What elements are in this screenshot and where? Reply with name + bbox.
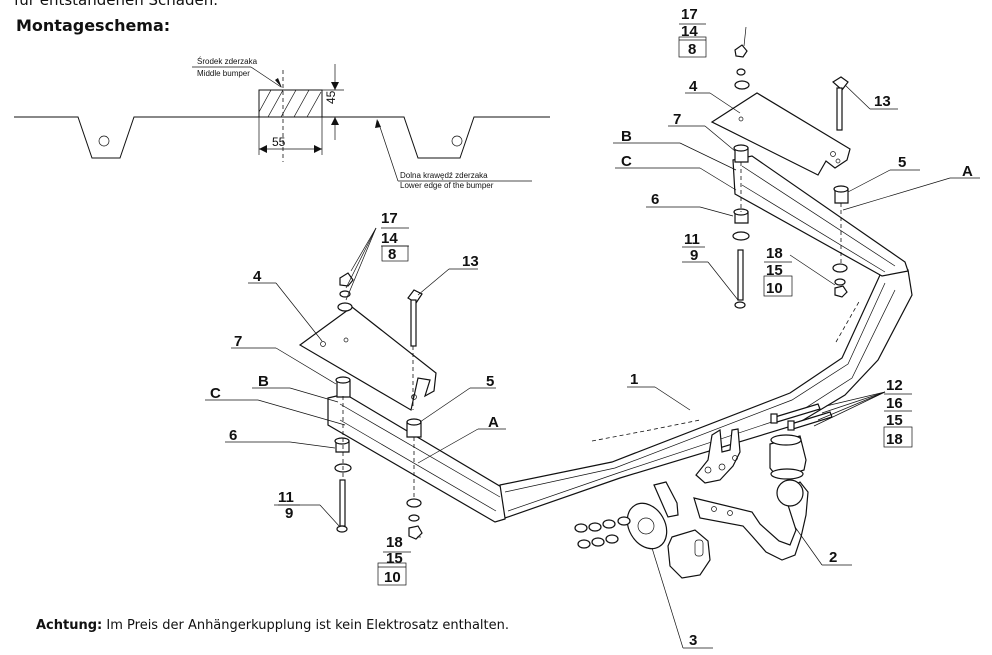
warning-note-label: Achtung: — [36, 618, 103, 633]
label-right-C: C — [621, 153, 632, 170]
label-left-5: 5 — [486, 373, 494, 390]
label-kit-18: 18 — [886, 431, 903, 448]
callout-labels: 1 2 3 4 7 B C 6 5 A 13 17 14 8 11 9 18 1… — [210, 6, 973, 649]
label-right-7: 7 — [673, 111, 681, 128]
label-underlines — [278, 23, 912, 568]
label-left-17: 17 — [381, 210, 398, 227]
bumper-profile-schema: 45 55 Środek zderzaka Middle bumper Doln… — [14, 57, 550, 190]
right-bracket-assembly — [710, 44, 851, 309]
label-left-8: 8 — [388, 246, 396, 263]
main-crossbeam — [327, 155, 913, 523]
lower-edge-label-en: Lower edge of the bumper — [400, 181, 494, 190]
label-left-9: 9 — [285, 505, 293, 522]
label-right-15: 15 — [766, 262, 783, 279]
label-part-3: 3 — [689, 632, 697, 649]
dimension-width-label: 55 — [272, 135, 286, 149]
lower-edge-label-pl: Dolna krawędź zderzaka — [400, 171, 488, 180]
label-right-18: 18 — [766, 245, 783, 262]
label-right-14: 14 — [681, 23, 698, 40]
label-left-14: 14 — [381, 230, 398, 247]
label-kit-16: 16 — [886, 395, 903, 412]
label-right-17: 17 — [681, 6, 698, 23]
label-right-10: 10 — [766, 280, 783, 297]
warning-note: Achtung: Im Preis der Anhängerkupplung i… — [36, 618, 509, 633]
callout-leaders — [205, 26, 980, 649]
label-left-A: A — [488, 414, 499, 431]
header-continuation-text: für entstandenen Schäden. — [14, 0, 218, 9]
page-title: Montageschema: — [16, 16, 171, 35]
middle-bumper-label-en: Middle bumper — [197, 69, 250, 78]
label-right-B: B — [621, 128, 632, 145]
label-right-5: 5 — [898, 154, 906, 171]
label-left-6: 6 — [229, 427, 237, 444]
label-left-4: 4 — [253, 268, 262, 285]
label-part-1: 1 — [630, 371, 638, 388]
warning-note-text: Im Preis der Anhängerkupplung ist kein E… — [102, 618, 509, 633]
electric-socket-part-3 — [574, 481, 711, 579]
label-right-6: 6 — [651, 191, 659, 208]
label-left-18: 18 — [386, 534, 403, 551]
label-kit-12: 12 — [886, 377, 903, 394]
label-right-4: 4 — [689, 78, 698, 95]
label-kit-15: 15 — [886, 412, 903, 429]
label-left-15: 15 — [386, 550, 403, 567]
label-right-8: 8 — [688, 41, 696, 58]
label-left-7: 7 — [234, 333, 242, 350]
towball-part-2 — [693, 403, 833, 561]
label-left-10: 10 — [384, 569, 401, 586]
label-left-C: C — [210, 385, 221, 402]
label-part-2: 2 — [829, 549, 837, 566]
label-right-13: 13 — [874, 93, 891, 110]
label-right-11: 11 — [684, 231, 700, 248]
dimension-height-label: 45 — [324, 90, 338, 104]
middle-bumper-label-pl: Środek zderzaka — [197, 57, 258, 66]
label-left-13: 13 — [462, 253, 479, 270]
label-left-B: B — [258, 373, 269, 390]
left-bracket-assembly — [298, 272, 437, 540]
label-right-9: 9 — [690, 247, 698, 264]
label-right-A: A — [962, 163, 973, 180]
center-bracket — [695, 428, 741, 484]
label-left-11: 11 — [278, 489, 294, 506]
